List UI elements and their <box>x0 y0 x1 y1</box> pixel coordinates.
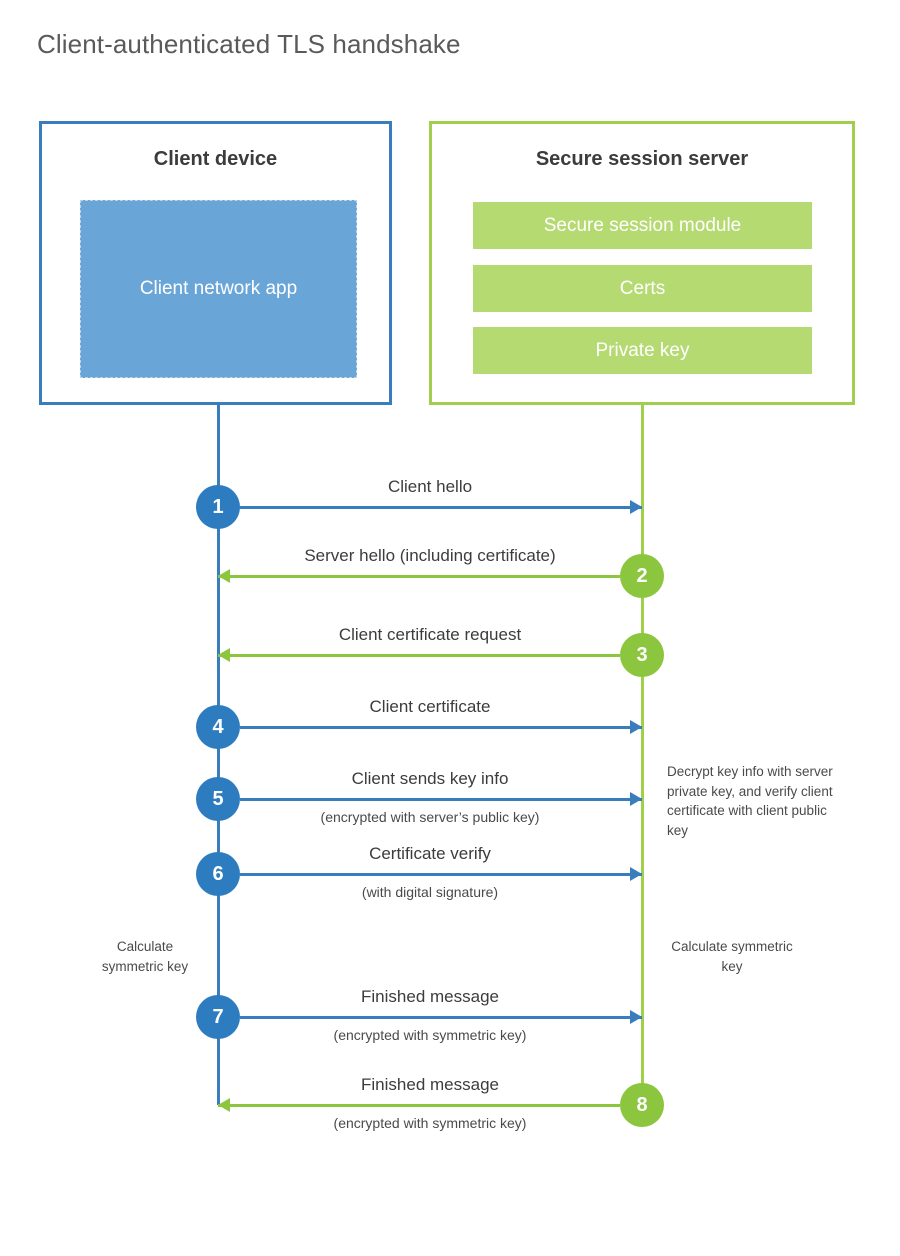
secure-session-server-box: Secure session server Secure session mod… <box>429 121 855 405</box>
page-title: Client-authenticated TLS handshake <box>37 29 461 59</box>
secure-session-server-title: Secure session server <box>535 148 749 170</box>
message-arrow-shaft-1 <box>240 506 642 509</box>
message-label-8: Finished message <box>361 1075 499 1094</box>
message-label-5: Client sends key info <box>351 769 509 788</box>
message-arrow-head-1 <box>630 500 642 514</box>
message-arrow-head-2 <box>218 569 230 583</box>
server-lifeline <box>641 405 644 1105</box>
step-number-7[interactable]: 7 <box>196 995 240 1039</box>
message-arrow-head-4 <box>630 720 642 734</box>
client-calculate-symmetric-key-note: Calculate symmetric key <box>101 939 189 974</box>
message-arrow-shaft-2 <box>218 575 620 578</box>
message-arrow-head-8 <box>218 1098 230 1112</box>
message-label-6: Certificate verify <box>369 844 491 863</box>
message-arrow-shaft-6 <box>240 873 642 876</box>
step-number-4[interactable]: 4 <box>196 705 240 749</box>
client-device-box: Client device Client network app <box>39 121 392 405</box>
message-sublabel-7: (encrypted with symmetric key) <box>333 1027 527 1043</box>
step-number-1[interactable]: 1 <box>196 485 240 529</box>
client-network-app-block: Client network app <box>80 200 357 378</box>
server-decrypt-note: Decrypt key info with server private key… <box>667 764 833 838</box>
message-label-1: Client hello <box>387 477 473 496</box>
step-number-6[interactable]: 6 <box>196 852 240 896</box>
message-sublabel-8: (encrypted with symmetric key) <box>333 1115 527 1131</box>
message-arrow-head-7 <box>630 1010 642 1024</box>
server-module-secure-session-module: Secure session module <box>473 202 812 249</box>
message-label-3: Client certificate request <box>338 625 522 644</box>
message-arrow-head-3 <box>218 648 230 662</box>
message-label-7: Finished message <box>361 987 499 1006</box>
server-module-private-key: Private key <box>473 327 812 374</box>
message-arrow-shaft-5 <box>240 798 642 801</box>
step-number-5[interactable]: 5 <box>196 777 240 821</box>
message-sublabel-5: (encrypted with server’s public key) <box>320 809 540 825</box>
message-arrow-shaft-4 <box>240 726 642 729</box>
message-label-4: Client certificate <box>369 697 491 716</box>
client-lifeline <box>217 405 220 1105</box>
message-arrow-shaft-3 <box>218 654 620 657</box>
message-arrow-head-5 <box>630 792 642 806</box>
client-device-title: Client device <box>153 148 278 170</box>
message-arrow-head-6 <box>630 867 642 881</box>
message-arrow-shaft-8 <box>218 1104 620 1107</box>
step-number-3[interactable]: 3 <box>620 633 664 677</box>
step-number-8[interactable]: 8 <box>620 1083 664 1127</box>
step-number-2[interactable]: 2 <box>620 554 664 598</box>
message-label-2: Server hello (including certificate) <box>304 546 556 565</box>
message-arrow-shaft-7 <box>240 1016 642 1019</box>
message-sublabel-6: (with digital signature) <box>361 884 499 900</box>
server-calculate-symmetric-key-note: Calculate symmetric key <box>671 939 793 974</box>
server-module-certs: Certs <box>473 265 812 312</box>
